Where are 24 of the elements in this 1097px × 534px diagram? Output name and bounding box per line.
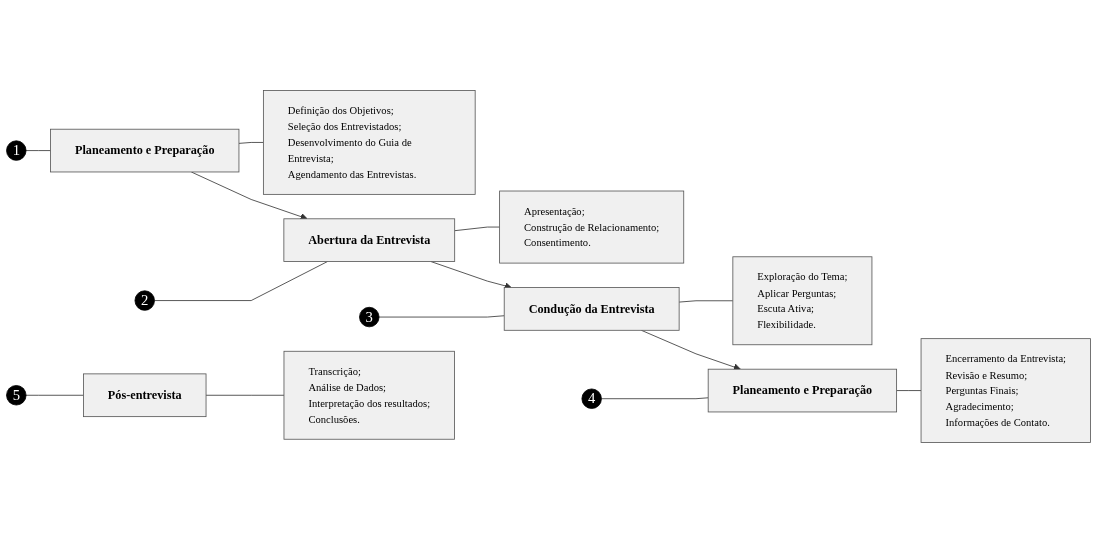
node-circle: 2 (134, 290, 155, 312)
connector (601, 397, 709, 400)
node-box: Transcrição; Análise de Dados; Interpretação dos resultados; Conclusões. (283, 351, 455, 441)
connector (238, 142, 264, 145)
connector (454, 227, 500, 232)
connector (25, 395, 84, 397)
node-box: Exploração do Tema; Aplicar Perguntas; Escuta Ativa; Flexibilidade. (732, 256, 873, 346)
node-box: Encerramento da Entrevista; Revisão e Resumo; Perguntas Finais; Agradecimento; Informações de Contato. (920, 338, 1091, 444)
connector (378, 315, 505, 318)
node-circle: 3 (359, 307, 380, 328)
node-box: Condução da Entrevista (503, 287, 680, 332)
connector (205, 395, 285, 397)
node-box: Planeamento e Preparação (50, 129, 240, 173)
node-box: Pós-entrevista (83, 373, 207, 418)
connector (678, 300, 734, 303)
node-box: Abertura da Entrevista (283, 218, 456, 263)
connector (896, 390, 922, 392)
connector (25, 150, 51, 152)
node-circle: 5 (6, 385, 27, 406)
node-circle: 4 (581, 389, 602, 410)
node-box: Planeamento e Preparação (707, 369, 897, 413)
node-box: Definição dos Objetivos; Seleção dos Entrevistados; Desenvolvimento do Guia de Entrevista; Agendamento das Entrevistas. (263, 90, 476, 196)
node-box: Apresentação; Construção de Relacionamento; Consentimento. (499, 191, 685, 264)
node-circle: 1 (6, 140, 27, 162)
